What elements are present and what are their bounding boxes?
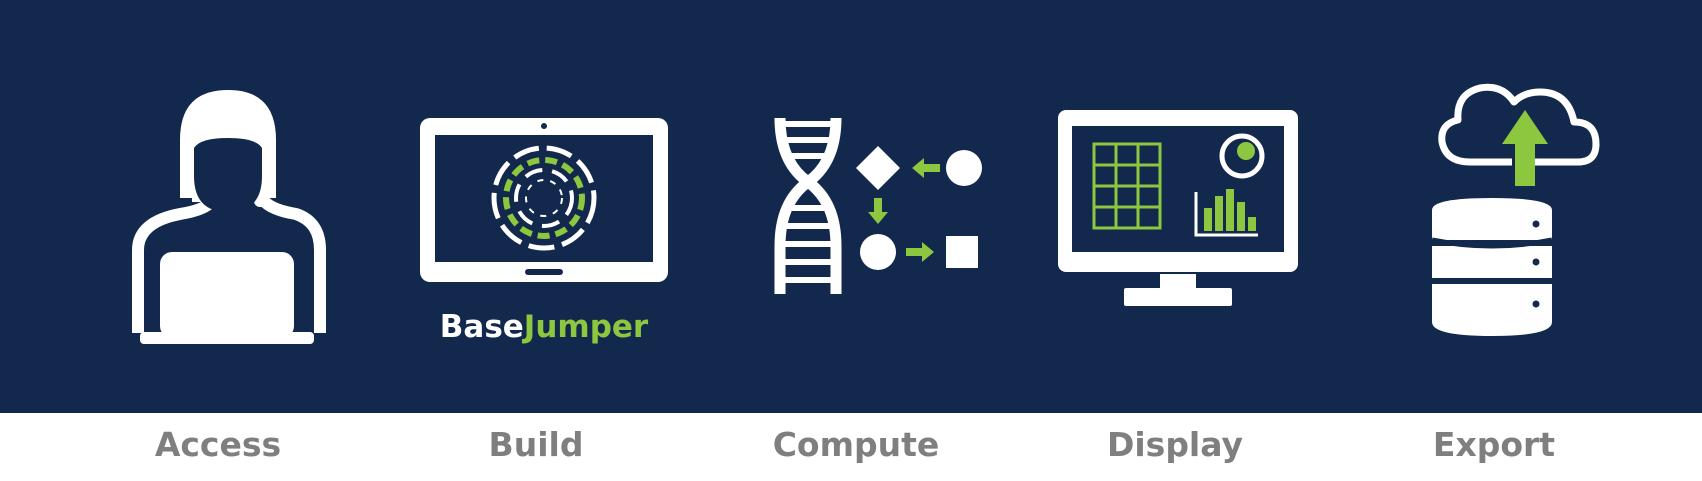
step-label-display: Display xyxy=(1106,425,1244,464)
workflow-icon xyxy=(856,146,982,270)
database-icon xyxy=(1431,198,1553,336)
step-label-compute: Compute xyxy=(772,425,940,464)
pie-gauge-icon xyxy=(1219,133,1265,179)
dna-helix-icon xyxy=(774,117,842,294)
dna-workflow-icon xyxy=(774,117,982,294)
step-label-access: Access xyxy=(154,425,282,464)
user-laptop-icon xyxy=(132,90,326,344)
monitor-dashboard-icon xyxy=(1058,110,1298,306)
cloud-database-icon xyxy=(1431,83,1600,336)
brand-logo-text: BaseJumper xyxy=(440,309,649,345)
bar-chart-icon xyxy=(1194,189,1258,237)
step-label-build: Build xyxy=(488,425,584,464)
step-label-export: Export xyxy=(1432,425,1556,464)
step-labels: Access Build Compute Display Export xyxy=(0,413,1702,481)
icon-row: BaseJumper xyxy=(132,83,1600,345)
cloud-upload-icon xyxy=(1438,83,1600,186)
tablet-app-icon xyxy=(420,118,668,282)
grid-table-icon xyxy=(1092,142,1162,230)
